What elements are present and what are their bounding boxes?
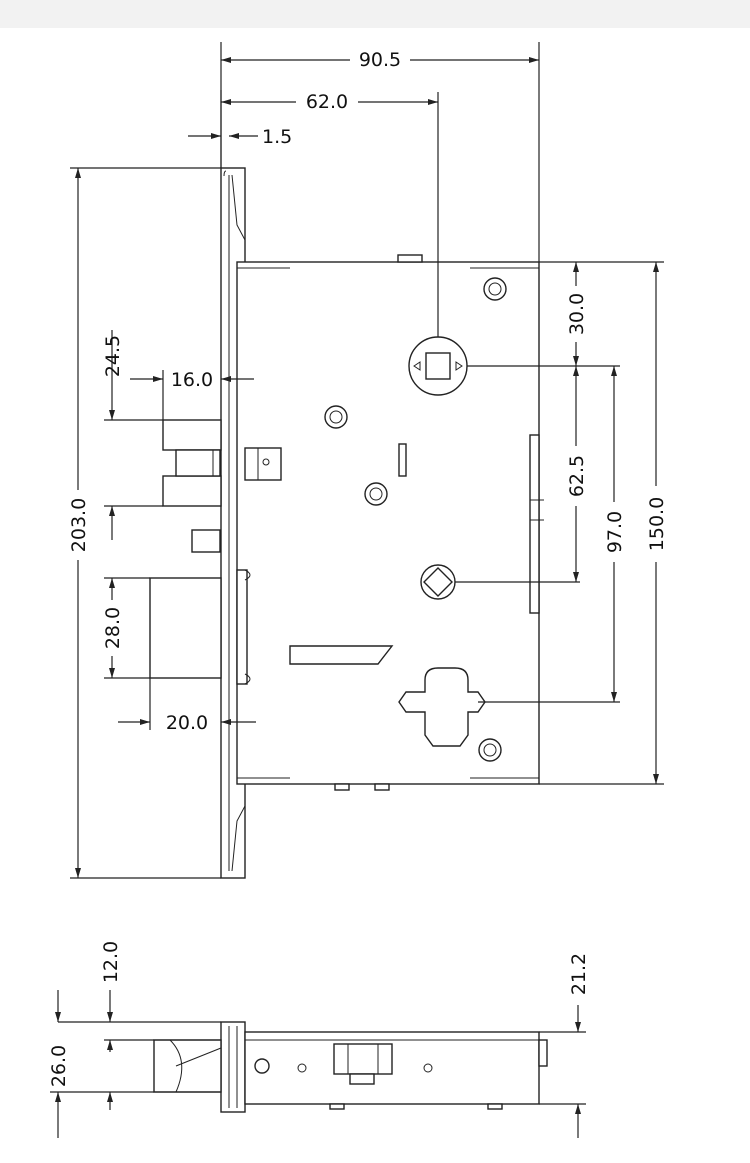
dimension-label: 90.5 xyxy=(359,49,401,71)
dimension-deadbolt-throw: 20.0 xyxy=(118,678,256,734)
screw-center xyxy=(364,482,388,506)
dimension-latch-height: 24.5 xyxy=(102,330,163,540)
dimension-label: 20.0 xyxy=(166,712,208,734)
dimension-label: 1.5 xyxy=(262,126,292,148)
dimension-label: 97.0 xyxy=(604,511,626,553)
dimension-label: 150.0 xyxy=(646,497,668,551)
dimension-label: 16.0 xyxy=(171,369,213,391)
dimension-label: 28.0 xyxy=(102,607,124,649)
dimension-faceplate-height: 203.0 xyxy=(66,167,221,879)
spindle-hub xyxy=(408,336,468,396)
side-view: 12.0 26.0 21.2 xyxy=(48,941,590,1138)
screw-top-right xyxy=(483,277,507,301)
side-faceplate xyxy=(220,1021,246,1113)
dimension-bolt-offset: 12.0 xyxy=(58,941,221,1052)
dimension-label: 21.2 xyxy=(568,953,590,995)
dimension-spindle-to-cam: 97.0 xyxy=(478,366,626,703)
dimension-overall-width: 90.5 xyxy=(220,42,540,262)
top-bar xyxy=(0,0,750,28)
cylinder-cutout xyxy=(398,667,486,747)
dimension-label: 26.0 xyxy=(48,1045,70,1087)
case-slot xyxy=(398,443,407,477)
dimension-label: 203.0 xyxy=(68,498,90,552)
dimension-latch-throw: 16.0 xyxy=(130,369,254,420)
side-bolt xyxy=(153,1039,222,1093)
dimension-label: 24.5 xyxy=(102,335,124,377)
dimension-bolt-width: 26.0 xyxy=(48,990,154,1138)
dimension-label: 62.5 xyxy=(566,455,588,497)
dimension-faceplate-thickness: 1.5 xyxy=(188,126,292,148)
screw-left xyxy=(324,405,348,429)
lock-case xyxy=(236,254,544,791)
dimension-label: 62.0 xyxy=(306,91,348,113)
dimension-case-height: 150.0 xyxy=(539,261,668,785)
dimension-spindle-offset: 62.0 xyxy=(220,90,439,337)
dimension-spindle-to-cylinder: 62.5 xyxy=(455,366,588,583)
dimension-label: 12.0 xyxy=(100,941,122,983)
side-case xyxy=(244,1031,548,1110)
dimension-label: 30.0 xyxy=(566,293,588,335)
case-slot-bar xyxy=(289,645,394,665)
latch-bolt xyxy=(162,419,282,553)
dimension-deadbolt-height: 28.0 xyxy=(100,577,150,679)
dimension-top-to-spindle: 30.0 xyxy=(467,262,620,367)
thumbturn-follower xyxy=(420,564,456,600)
front-view: 90.5 62.0 1.5 203.0 xyxy=(66,42,668,879)
screw-bottom-right xyxy=(478,738,502,762)
deadbolt xyxy=(149,569,251,685)
dimension-case-thickness: 21.2 xyxy=(539,953,590,1138)
